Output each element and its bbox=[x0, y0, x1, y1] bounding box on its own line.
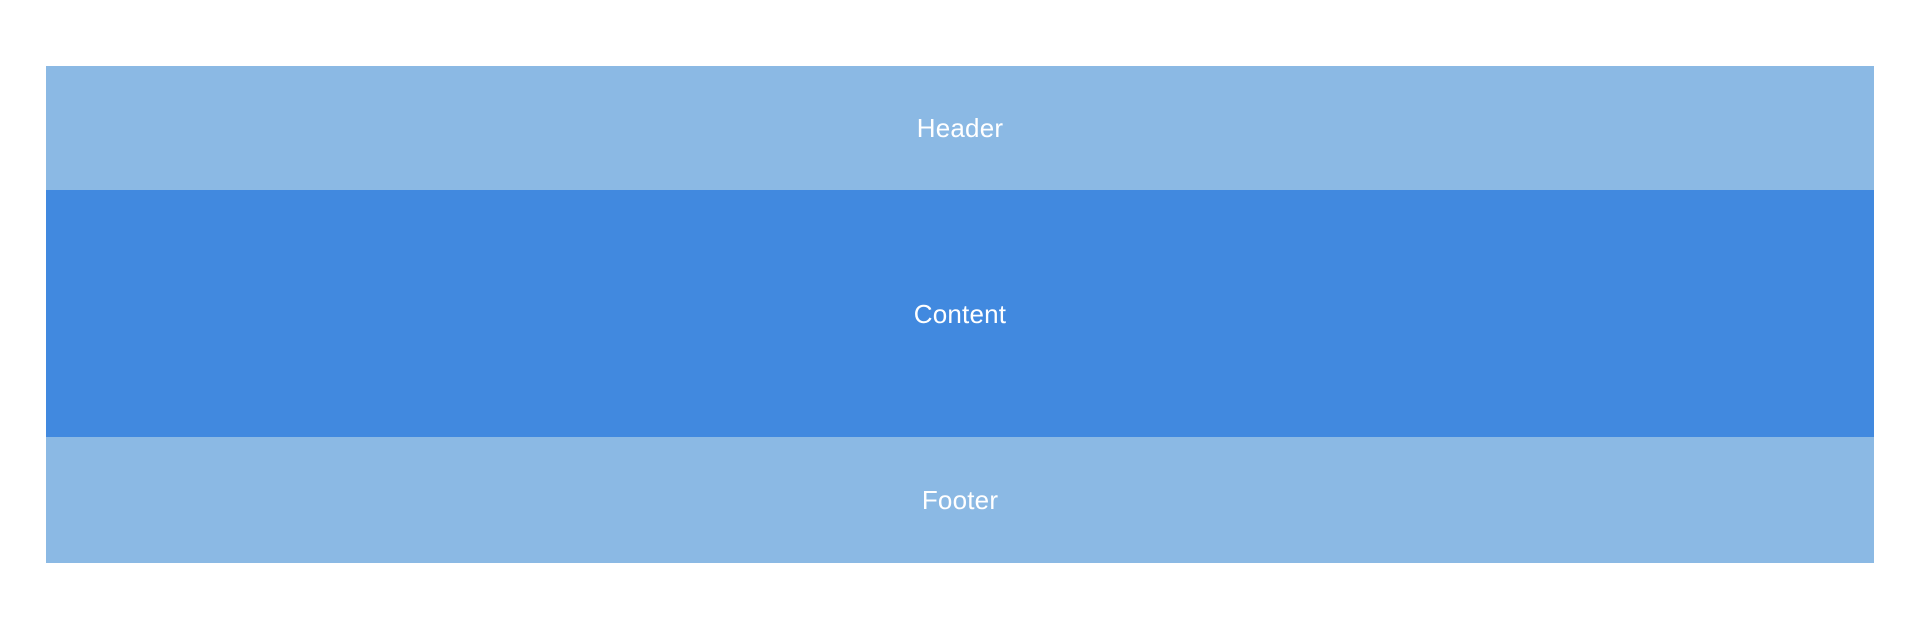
layout-region-content[interactable]: Content bbox=[46, 190, 1874, 437]
page-layout-diagram: Header Content Footer bbox=[46, 66, 1874, 563]
layout-region-footer[interactable]: Footer bbox=[46, 437, 1874, 563]
layout-region-footer-label: Footer bbox=[921, 485, 999, 515]
layout-region-header-label: Header bbox=[916, 113, 1004, 143]
layout-region-content-label: Content bbox=[913, 298, 1007, 329]
layout-region-header[interactable]: Header bbox=[46, 66, 1874, 190]
